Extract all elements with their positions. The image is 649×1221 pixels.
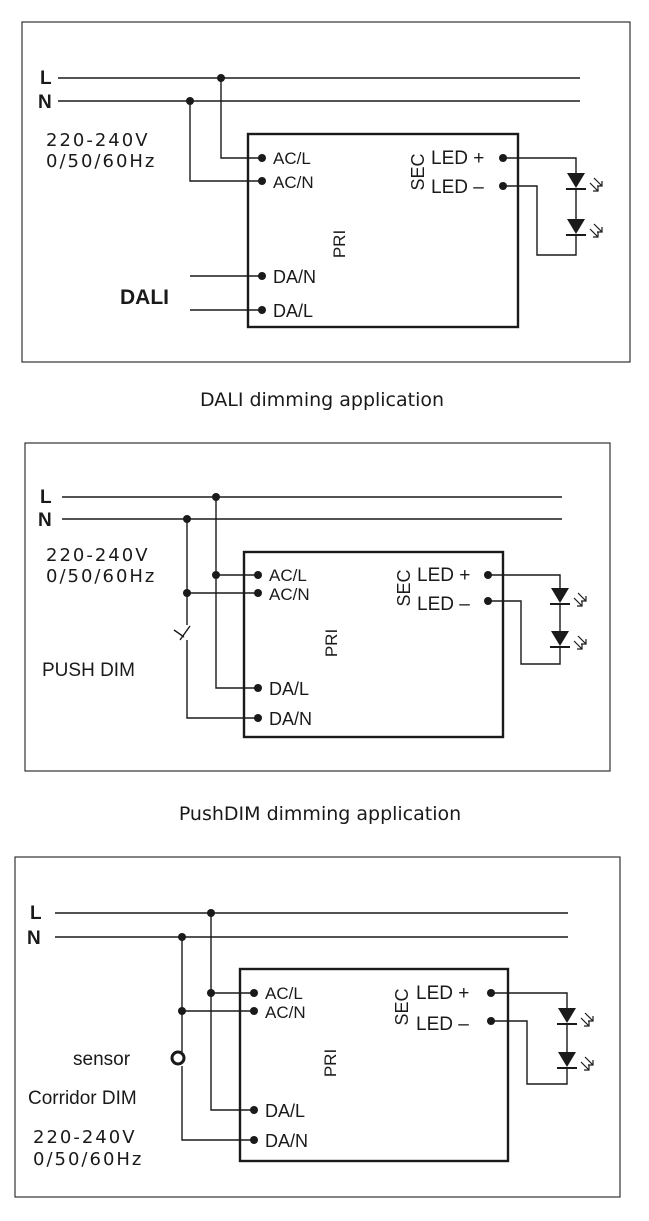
terminal-ac-n: AC/N	[269, 585, 310, 604]
terminal-led-minus: LED –	[431, 177, 484, 198]
line-label: L	[30, 903, 42, 924]
terminal-led-plus: LED +	[417, 565, 470, 586]
led-diode-icon	[549, 587, 587, 607]
neutral-label: N	[38, 510, 52, 531]
terminal-led-plus: LED +	[431, 148, 484, 169]
pri-label: PRI	[322, 629, 341, 657]
line-label: L	[40, 487, 52, 508]
terminal-led-minus: LED –	[417, 594, 470, 615]
push-switch-icon	[173, 625, 191, 641]
frequency-label: 0/50/60Hz	[46, 151, 156, 172]
diagram-frame	[21, 21, 631, 363]
terminal-dot	[250, 1136, 258, 1144]
da-n-wire	[186, 640, 258, 719]
diagram-frame	[14, 856, 621, 1198]
led-plus-wire	[488, 574, 561, 588]
terminal-dot	[250, 1106, 258, 1114]
sec-label: SEC	[392, 988, 412, 1025]
led-diode-icon	[565, 218, 603, 238]
neutral-label: N	[38, 92, 52, 113]
terminal-da-2: DA/N	[269, 709, 312, 729]
terminal-dot	[258, 154, 266, 162]
line-label: L	[40, 68, 52, 89]
terminal-dot	[258, 177, 266, 185]
voltage-label: 220-240V	[46, 130, 150, 151]
voltage-label: 220-240V	[46, 545, 150, 566]
ac-n-wire	[189, 101, 262, 182]
terminal-dot	[250, 989, 258, 997]
terminal-da-1: DA/N	[273, 267, 316, 287]
led-diode-icon	[556, 1051, 594, 1071]
diagram-dali: L N 220-240V 0/50/60Hz AC/L AC/N PRI SEC…	[21, 21, 631, 363]
control-label: DALI	[120, 286, 169, 309]
frequency-label: 0/50/60Hz	[33, 1149, 143, 1170]
terminal-ac-l: AC/L	[273, 149, 311, 168]
terminal-da-1: DA/L	[265, 1101, 305, 1121]
sec-label: SEC	[394, 569, 414, 606]
terminal-led-minus: LED –	[416, 1014, 469, 1035]
diagram-frame	[24, 442, 611, 772]
diagram-pushdim: L N 220-240V 0/50/60Hz PUSH DIM AC/L AC/…	[24, 442, 611, 772]
led-minus-wire	[491, 1020, 568, 1085]
terminal-led-plus: LED +	[416, 983, 469, 1004]
terminal-ac-n: AC/N	[265, 1003, 306, 1022]
terminal-dot	[254, 589, 262, 597]
diagram-corridor-dim: L N sensor Corridor DIM 220-240V 0/50/60…	[14, 856, 621, 1198]
pri-label: PRI	[330, 230, 349, 258]
led-plus-wire	[491, 992, 568, 1008]
sec-label: SEC	[408, 153, 428, 190]
driver-box	[246, 132, 520, 329]
led-minus-wire	[503, 185, 577, 256]
frequency-label: 0/50/60Hz	[46, 566, 156, 587]
terminal-dot	[254, 714, 262, 722]
voltage-label: 220-240V	[33, 1127, 137, 1148]
terminal-dot	[254, 684, 262, 692]
caption: DALI dimming application	[200, 389, 444, 411]
caption: PushDIM dimming application	[179, 803, 461, 825]
driver-box	[242, 550, 505, 739]
neutral-label: N	[27, 928, 41, 949]
terminal-dot	[258, 272, 266, 280]
terminal-ac-l: AC/L	[265, 984, 303, 1003]
terminal-da-2: DA/N	[265, 1131, 308, 1151]
terminal-da-1: DA/L	[269, 679, 309, 699]
terminal-dot	[250, 1007, 258, 1015]
led-minus-wire	[488, 600, 561, 665]
terminal-ac-l: AC/L	[269, 566, 307, 585]
led-diode-icon	[556, 1007, 594, 1027]
terminal-da-2: DA/L	[273, 301, 313, 321]
led-plus-wire	[503, 157, 577, 173]
led-diode-icon	[565, 172, 603, 192]
terminal-dot	[258, 306, 266, 314]
pri-label: PRI	[321, 1049, 340, 1077]
sensor-label: sensor	[73, 1049, 131, 1070]
driver-box	[238, 967, 510, 1163]
ac-l-wire	[220, 78, 262, 159]
control-label: Corridor DIM	[28, 1088, 137, 1109]
sensor-icon	[170, 1050, 186, 1066]
terminal-dot	[254, 571, 262, 579]
da-n-wire	[181, 1066, 254, 1141]
led-diode-icon	[549, 630, 587, 650]
terminal-ac-n: AC/N	[273, 173, 314, 192]
control-label: PUSH DIM	[42, 660, 135, 681]
